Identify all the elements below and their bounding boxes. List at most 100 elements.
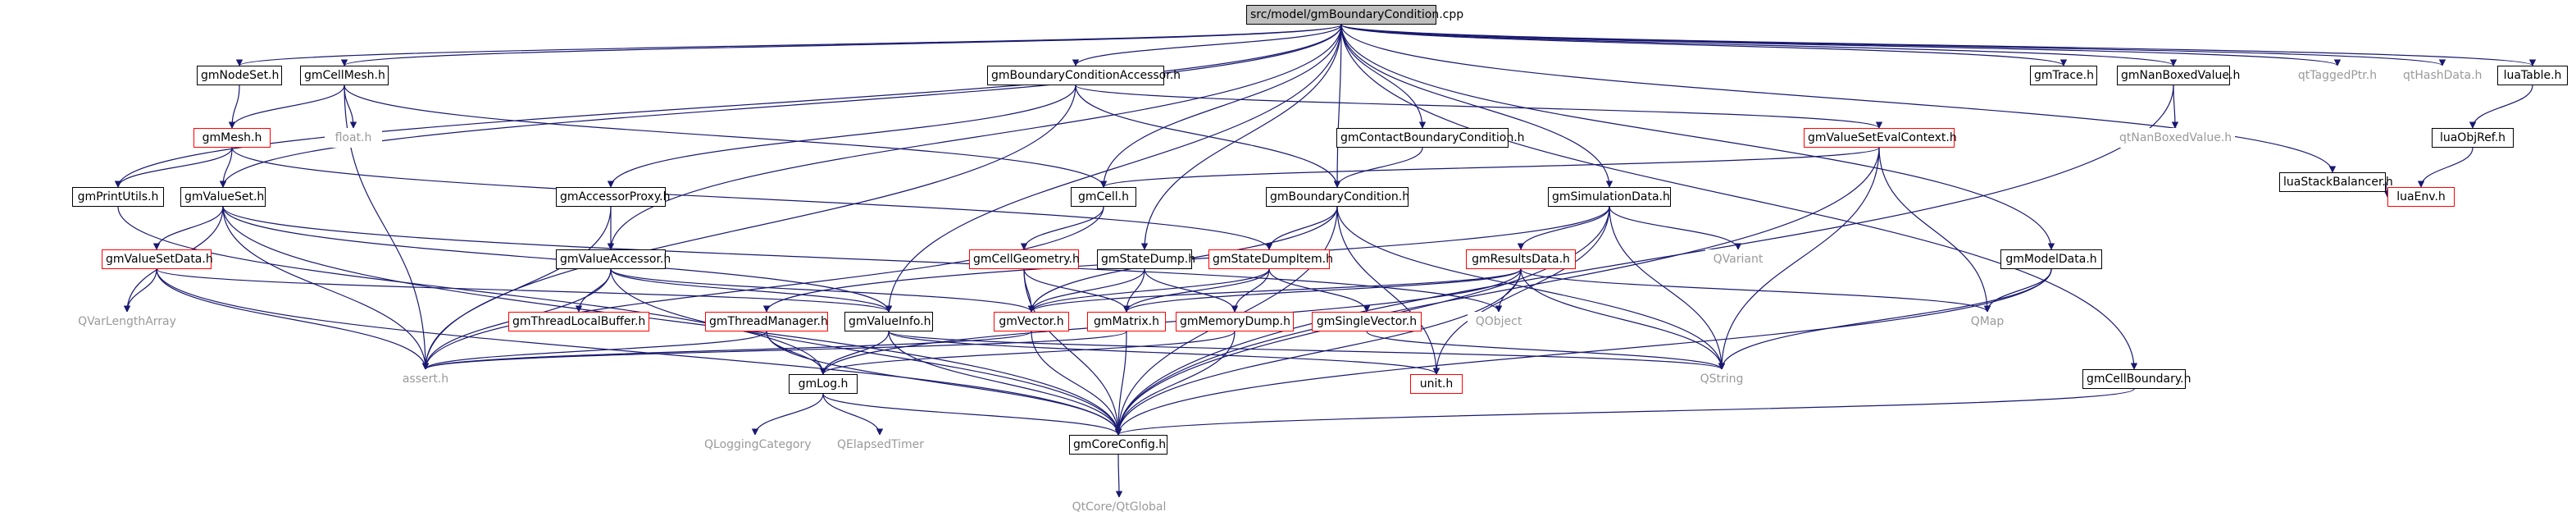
node-gmValueSetEvalContext[interactable]: gmValueSetEvalContext.h — [1804, 128, 1957, 148]
node-gmBoundaryConditionAccessor[interactable]: gmBoundaryConditionAccessor.h — [987, 66, 1181, 85]
node-gmCell[interactable]: gmCell.h — [1071, 187, 1136, 207]
edge-gmResultsData-to-gmMatrix — [1122, 268, 1522, 313]
edge-gmMemoryDump-to-gmCoreConfig — [1114, 331, 1236, 436]
edge-gmSimulationData-to-QVariant — [1609, 206, 1742, 250]
node-gmVector[interactable]: gmVector.h — [994, 312, 1069, 331]
edge-gmValueInfo-to-QString — [888, 331, 1725, 370]
node-gmMatrix[interactable]: gmMatrix.h — [1087, 312, 1166, 331]
node-QObject[interactable]: QObject — [1468, 312, 1530, 331]
edge-gmVector-to-assert — [422, 331, 1032, 370]
node-gmNodeSet[interactable]: gmNodeSet.h — [197, 66, 282, 85]
edge-gmContactBoundaryCondition-to-gmBoundaryCondition — [1333, 147, 1423, 188]
node-gmValueSet[interactable]: gmValueSet.h — [180, 187, 266, 207]
node-float[interactable]: float.h — [325, 128, 382, 148]
edge-gmLog-to-QElapsedTimer — [822, 393, 884, 436]
node-gmSimulationData[interactable]: gmSimulationData.h — [1548, 187, 1671, 207]
node-gmResultsData[interactable]: gmResultsData.h — [1466, 249, 1576, 269]
edge-gmResultsData-to-QMap — [1520, 268, 1991, 313]
node-gmTrace[interactable]: gmTrace.h — [2030, 66, 2097, 85]
edge-gmValueSetEvalContext-to-QMap — [1878, 147, 1991, 313]
node-gmMemoryDump[interactable]: gmMemoryDump.h — [1176, 312, 1294, 331]
node-gmCellGeometry[interactable]: gmCellGeometry.h — [969, 249, 1080, 269]
node-luaStackBalancer[interactable]: luaStackBalancer.h — [2279, 172, 2393, 192]
node-gmLog[interactable]: gmLog.h — [789, 374, 858, 394]
node-assert[interactable]: assert.h — [394, 369, 457, 389]
edge-gmLog-to-gmCoreConfig — [822, 393, 1122, 436]
node-gmMesh[interactable]: gmMesh.h — [193, 128, 271, 148]
edge-root-cpp-to-gmNodeSet — [236, 24, 1342, 66]
edge-gmMemoryDump-to-gmLog — [819, 331, 1236, 375]
node-QtGlobal[interactable]: QtCore/QtGlobal — [1066, 497, 1172, 517]
edge-gmVector-to-gmCoreConfig — [1031, 331, 1122, 436]
node-gmStateDump[interactable]: gmStateDump.h — [1097, 249, 1195, 269]
edge-gmNanBoxedValue-to-qtNanBoxedValue — [2171, 85, 2179, 129]
node-unit[interactable]: unit.h — [1410, 374, 1463, 394]
edge-gmSimulationData-to-gmResultsData — [1517, 206, 1610, 250]
edge-root-cpp-to-gmCellMesh — [341, 24, 1342, 66]
node-QElapsedTimer[interactable]: QElapsedTimer — [833, 435, 926, 455]
edge-gmValueInfo-to-gmLog — [819, 331, 890, 375]
node-gmModelData[interactable]: gmModelData.h — [2000, 249, 2102, 269]
node-QVarLengthArray[interactable]: QVarLengthArray — [74, 312, 180, 331]
node-gmCellBoundary[interactable]: gmCellBoundary.h — [2082, 369, 2191, 389]
node-qtNanBoxedValue[interactable]: qtNanBoxedValue.h — [2115, 128, 2235, 148]
edge-gmValueSetData-to-gmCoreConfig — [156, 268, 1122, 436]
edge-gmBoundaryCondition-to-QString — [1336, 206, 1726, 370]
edge-luaTable-to-luaObjRef — [2469, 85, 2533, 129]
node-gmThreadManager[interactable]: gmThreadManager.h — [705, 312, 828, 331]
node-luaEnv[interactable]: luaEnv.h — [2387, 187, 2455, 207]
edge-root-cpp-to-gmBoundaryCondition — [1333, 24, 1342, 188]
edge-gmResultsData-to-gmCoreConfig — [1114, 268, 1522, 436]
edge-gmCellGeometry-to-gmCoreConfig — [1023, 268, 1122, 436]
node-gmThreadLocalBuffer[interactable]: gmThreadLocalBuffer.h — [508, 312, 649, 331]
node-qtHashData[interactable]: qtHashData.h — [2399, 66, 2486, 85]
edge-gmValueAccessor-to-gmValueInfo — [610, 268, 893, 313]
node-luaObjRef[interactable]: luaObjRef.h — [2432, 128, 2514, 148]
edge-gmValueSetEvalContext-to-gmCoreConfig — [1114, 147, 1880, 436]
edge-root-cpp-to-gmNanBoxedValue — [1340, 24, 2177, 66]
edge-gmSimulationData-to-QString — [1609, 206, 1726, 370]
edge-root-cpp-to-gmContactBoundaryCondition — [1340, 24, 1427, 129]
edge-root-cpp-to-gmValueInfo — [885, 24, 1342, 313]
edge-gmBoundaryConditionAccessor-to-gmAccessorProxy — [607, 85, 1076, 188]
node-QString[interactable]: QString — [1689, 369, 1755, 389]
edge-gmCell-to-assert — [421, 206, 1104, 370]
edge-gmCellMesh-to-gmMesh — [228, 85, 345, 129]
node-gmSingleVector[interactable]: gmSingleVector.h — [1312, 312, 1422, 331]
edge-gmCoreConfig-to-QtGlobal — [1115, 454, 1123, 498]
edge-root-cpp-to-gmCellBoundary — [1340, 24, 2138, 370]
node-gmAccessorProxy[interactable]: gmAccessorProxy.h — [556, 187, 670, 207]
node-qtTaggedPtr[interactable]: qtTaggedPtr.h — [2292, 66, 2383, 85]
edge-gmBoundaryConditionAccessor-to-gmValueSetEvalContext — [1075, 85, 1882, 129]
edge-gmCellBoundary-to-gmCoreConfig — [1115, 388, 2135, 436]
edge-root-cpp-to-luaTable — [1340, 24, 2536, 66]
edge-gmStateDumpItem-to-gmMatrix — [1122, 268, 1270, 313]
edge-root-cpp-to-luaStackBalancer — [1340, 24, 2337, 173]
node-gmNanBoxedValue[interactable]: gmNanBoxedValue.h — [2117, 66, 2240, 85]
edge-gmValueAccessor-to-gmVector — [610, 268, 1035, 313]
node-gmCellMesh[interactable]: gmCellMesh.h — [300, 66, 389, 85]
edge-root-cpp-to-gmCell — [1099, 24, 1342, 188]
node-root-cpp[interactable]: src/model/gmBoundaryCondition.cpp — [1246, 5, 1463, 25]
edge-gmValueSet-to-QObject — [222, 206, 1503, 313]
node-gmValueSetData[interactable]: gmValueSetData.h — [102, 249, 213, 269]
node-QLoggingCategory[interactable]: QLoggingCategory — [700, 435, 812, 455]
node-QVariant[interactable]: QVariant — [1705, 249, 1771, 269]
edge-gmValueSet-to-gmCoreConfig — [222, 206, 1122, 436]
node-gmStateDumpItem[interactable]: gmStateDumpItem.h — [1208, 249, 1333, 269]
node-gmPrintUtils[interactable]: gmPrintUtils.h — [72, 187, 164, 207]
node-gmCoreConfig[interactable]: gmCoreConfig.h — [1069, 435, 1167, 455]
node-luaTable[interactable]: luaTable.h — [2497, 66, 2568, 85]
node-gmBoundaryCondition[interactable]: gmBoundaryCondition.h — [1266, 187, 1409, 207]
node-gmValueAccessor[interactable]: gmValueAccessor.h — [556, 249, 671, 269]
edge-gmResultsData-to-QString — [1520, 268, 1726, 370]
node-QMap[interactable]: QMap — [1963, 312, 2012, 331]
edge-gmBoundaryCondition-to-unit — [1336, 206, 1440, 375]
node-gmContactBoundaryCondition[interactable]: gmContactBoundaryCondition.h — [1336, 128, 1525, 148]
edge-gmValueSetData-to-QVarLengthArray — [123, 268, 157, 313]
edge-root-cpp-to-gmValueSet — [219, 24, 1342, 188]
edge-root-cpp-to-gmTrace — [1340, 24, 2067, 66]
edge-gmPrintUtils-to-gmLog — [117, 206, 827, 375]
node-gmValueInfo[interactable]: gmValueInfo.h — [844, 312, 933, 331]
